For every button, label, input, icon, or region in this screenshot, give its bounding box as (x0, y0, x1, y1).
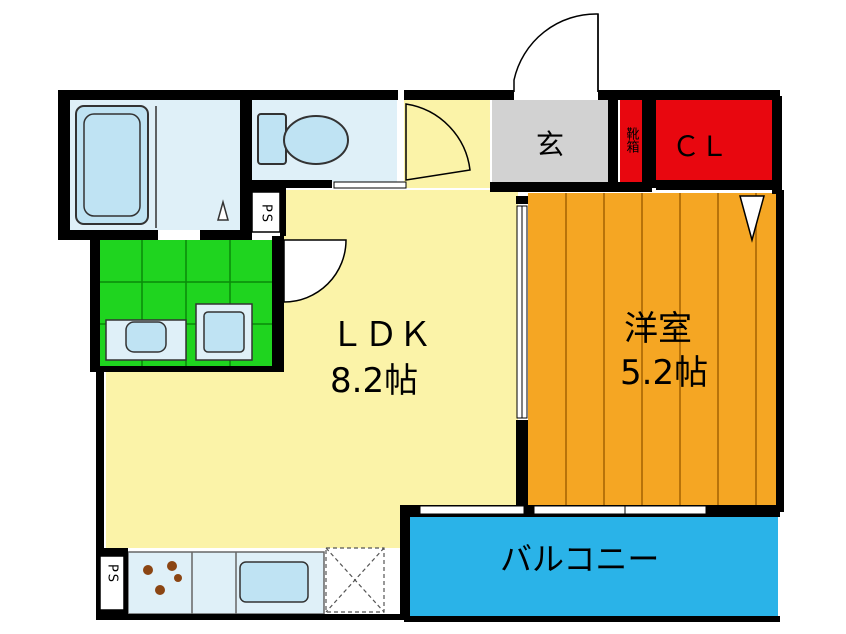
closet-door-marker (739, 195, 765, 243)
shoe-box (620, 100, 642, 182)
ldk-size-label: 8.2帖 (330, 361, 418, 401)
entrance-label: 玄 (536, 128, 564, 161)
ldk-floor (106, 190, 518, 548)
ps-label-lower: PS (105, 564, 120, 584)
shoe-box-label: 靴箱 (624, 127, 640, 153)
western-floor-boards (565, 193, 757, 505)
western-name-label: 洋室 (624, 309, 692, 349)
balcony-label: バルコニー (500, 540, 659, 578)
ldk-name-label: ＬＤＫ (330, 315, 432, 355)
washroom-door (283, 239, 347, 303)
hallway-floor (404, 100, 490, 188)
balcony-floor (410, 516, 778, 618)
closet-label: ＣＬ (672, 130, 728, 163)
ps-box-lower (99, 555, 125, 611)
fridge-space (325, 547, 385, 613)
window-ldk-balcony (419, 505, 525, 515)
ps-box-upper (251, 191, 281, 233)
window-west-balcony (533, 505, 707, 515)
washing-machine (195, 303, 253, 361)
kitchen-sink (239, 561, 309, 603)
ps-label-upper: PS (259, 204, 274, 224)
toilet-fixture (257, 113, 349, 165)
entrance-floor (492, 100, 610, 182)
hall-opening (333, 181, 407, 189)
western-size-label: 5.2帖 (620, 353, 708, 393)
stove-burners (143, 561, 182, 595)
washbasin (105, 319, 187, 361)
front-door (513, 13, 599, 92)
toilet-door (405, 103, 471, 181)
closet-floor (652, 100, 778, 182)
western-room-floor (528, 193, 778, 505)
bathtub (75, 105, 229, 228)
